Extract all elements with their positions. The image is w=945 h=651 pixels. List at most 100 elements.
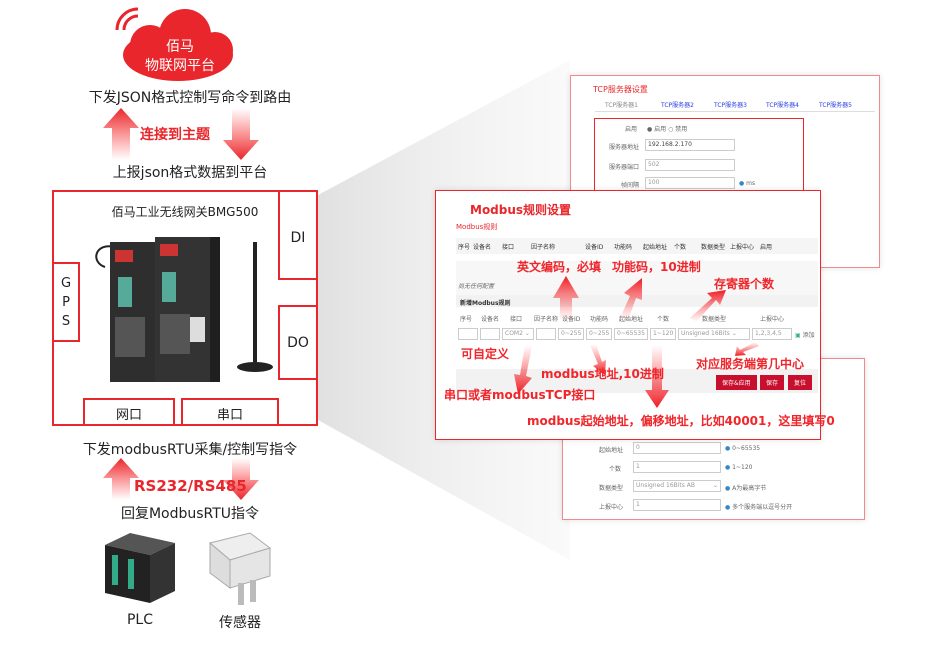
add-col-type: 数据类型 — [702, 316, 727, 323]
empty-rules-text: 尚无任何配置 — [458, 283, 495, 290]
add-col-device: 设备名 — [481, 316, 500, 323]
uplink-label: 上报json格式数据到平台 — [112, 165, 268, 181]
addr-label: 服务器地址 — [609, 144, 640, 151]
info-icon: ● — [739, 180, 745, 187]
ethernet-box: 网口 — [83, 398, 175, 426]
add-col-device-id: 设备ID — [562, 316, 581, 323]
tab-tcp-server-4[interactable]: TCP服务器4 — [766, 102, 799, 109]
col-factor: 因子名称 — [531, 244, 556, 251]
index-input[interactable] — [458, 328, 478, 340]
add-col-func: 功能码 — [590, 316, 609, 323]
cloud-subtitle: 物联网平台 — [145, 58, 215, 74]
data-type-select[interactable]: Unsigned 16Bits AB ⌄ — [633, 480, 721, 492]
col-center: 上报中心 — [730, 244, 755, 251]
add-button[interactable]: ▣ 添加 — [795, 332, 815, 339]
modbus-panel-title: Modbus规则设置 — [470, 203, 572, 217]
count-input[interactable]: 1~120 — [650, 328, 676, 340]
gateway-device-image — [95, 237, 273, 382]
annotation-custom: 可自定义 — [461, 347, 510, 361]
di-box: DI — [278, 190, 318, 280]
annotation-reg-count: 存寄器个数 — [714, 277, 775, 291]
data-type-label: 数据类型 — [599, 485, 624, 492]
cloud-title: 佰马 — [166, 39, 194, 55]
do-box: DO — [278, 305, 318, 380]
col-start: 起始地址 — [643, 244, 668, 251]
plc-image — [105, 533, 175, 603]
tab-tcp-server-1[interactable]: TCP服务器1 — [605, 102, 638, 109]
add-col-index: 序号 — [460, 316, 473, 323]
serial-box: 串口 — [181, 398, 279, 426]
down-arrow — [223, 108, 259, 160]
start-addr-input[interactable]: 0~65535 — [614, 328, 648, 340]
data-type-select[interactable]: Unsigned 16Bits ⌄ — [678, 328, 750, 340]
device-name-input[interactable] — [480, 328, 500, 340]
start-addr-hint: ● 0~65535 — [725, 445, 761, 452]
col-device: 设备名 — [473, 244, 492, 251]
annotation-func-code: 功能码，10进制 — [612, 260, 701, 274]
field-reply-label: 回复ModbusRTU指令 — [120, 506, 260, 522]
tab-tcp-server-2[interactable]: TCP服务器2 — [661, 102, 694, 109]
interval-unit: ms — [746, 180, 756, 187]
col-type: 数据类型 — [701, 244, 726, 251]
save-button[interactable]: 保存 — [760, 375, 785, 390]
gps-box: G P S — [52, 262, 80, 342]
start-addr-input[interactable]: 0 — [633, 442, 721, 454]
downlink-label: 下发JSON格式控制写命令到路由 — [88, 90, 292, 106]
topic-label: 连接到主题 — [140, 127, 210, 143]
protocol-label: RS232/RS485 — [134, 477, 247, 495]
down-arrow — [223, 458, 259, 500]
cloud-icon — [123, 9, 233, 81]
rule-table-header — [456, 238, 818, 254]
col-index: 序号 — [458, 244, 471, 251]
frame-interval-input[interactable]: 100 — [645, 177, 735, 189]
annotation-modbus-addr: modbus地址,10进制 — [541, 367, 664, 381]
gps-label: G P S — [60, 276, 72, 329]
tcp-panel-title: TCP服务器设置 — [593, 85, 648, 94]
interval-label: 帧间隔 — [621, 182, 640, 189]
tab-tcp-server-3[interactable]: TCP服务器3 — [714, 102, 747, 109]
annotation-english-code: 英文编码，必填 — [517, 260, 602, 274]
device-id-input[interactable]: 0~255 — [558, 328, 584, 340]
save-apply-button[interactable]: 保存&应用 — [716, 375, 757, 390]
server-address-input[interactable]: 192.168.2.170 — [645, 139, 735, 151]
col-enable: 启用 — [760, 244, 773, 251]
report-center-hint: ● 多个服务端以逗号分开 — [725, 504, 793, 511]
report-center-input[interactable]: 1 — [633, 499, 721, 511]
port-select[interactable]: COM2 ⌄ — [502, 328, 534, 340]
annotation-center: 对应服务端第几中心 — [696, 357, 805, 371]
reset-button[interactable]: 复位 — [788, 375, 813, 390]
up-arrow — [103, 108, 139, 160]
wifi-signal-icon — [115, 7, 139, 31]
count-input[interactable]: 1 — [633, 461, 721, 473]
add-col-start: 起始地址 — [619, 316, 644, 323]
di-label: DI — [290, 230, 306, 246]
func-code-input[interactable]: 0~255 — [586, 328, 612, 340]
report-center-label: 上报中心 — [599, 504, 624, 511]
count-hint: ● 1~120 — [725, 464, 753, 471]
ethernet-label: 网口 — [115, 408, 142, 423]
add-rule-title: 新增Modbus规则 — [460, 300, 511, 307]
sensor-label: 传感器 — [219, 615, 261, 631]
up-arrow — [103, 458, 139, 500]
report-center-input[interactable]: 1,2,3,4,5 — [752, 328, 792, 340]
annotation-port: 串口或者modbusTCP接口 — [444, 388, 596, 402]
do-label: DO — [287, 335, 309, 351]
enable-radio[interactable]: ● 启用 ○ 禁用 — [647, 126, 688, 133]
tab-tcp-server-5[interactable]: TCP服务器5 — [819, 102, 852, 109]
add-col-center: 上报中心 — [760, 316, 785, 323]
start-addr-label: 起始地址 — [599, 447, 624, 454]
port-label: 服务器端口 — [609, 164, 640, 171]
server-port-input[interactable]: 502 — [645, 159, 735, 171]
serial-label: 串口 — [216, 408, 243, 423]
modbus-subtitle: Modbus规则 — [456, 223, 498, 231]
col-func: 功能码 — [614, 244, 633, 251]
modbus-rule-panel: Modbus规则设置 Modbus规则 序号 设备名 接口 因子名称 设备ID … — [435, 190, 821, 440]
add-col-factor: 因子名称 — [534, 316, 559, 323]
enable-label: 启用 — [625, 126, 638, 133]
col-device-id: 设备ID — [585, 244, 604, 251]
add-col-port: 接口 — [510, 316, 523, 323]
field-downlink-label: 下发modbusRTU采集/控制写指令 — [82, 442, 298, 458]
factor-input[interactable] — [536, 328, 556, 340]
add-col-count: 个数 — [657, 316, 670, 323]
annotation-start-addr: modbus起始地址，偏移地址，比如40001，这里填写0 — [527, 414, 835, 428]
